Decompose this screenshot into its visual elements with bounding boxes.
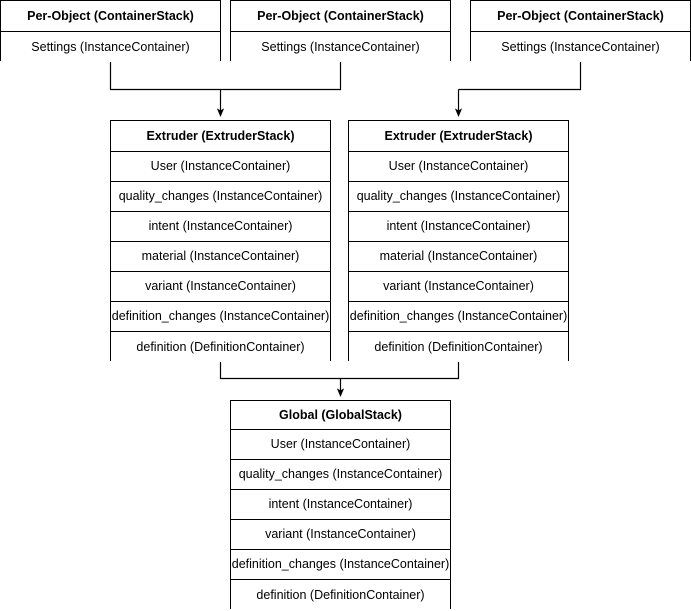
node-row-material[interactable]: material (InstanceContainer) (111, 242, 330, 272)
node-row-variant[interactable]: variant (InstanceContainer) (231, 520, 450, 550)
node-row-user[interactable]: User (InstanceContainer) (111, 152, 330, 182)
node-row-material[interactable]: material (InstanceContainer) (349, 242, 568, 272)
node-per-object-stack-2[interactable]: Per-Object (ContainerStack) Settings (In… (230, 0, 451, 62)
node-global-stack[interactable]: Global (GlobalStack) User (InstanceConta… (230, 400, 451, 610)
node-row-quality-changes[interactable]: quality_changes (InstanceContainer) (231, 460, 450, 490)
edge-extruder1-to-global (340, 361, 460, 380)
node-extruder-stack-1[interactable]: Extruder (ExtruderStack) User (InstanceC… (110, 120, 331, 362)
node-row-intent[interactable]: intent (InstanceContainer) (349, 212, 568, 242)
node-per-object-stack-3[interactable]: Per-Object (ContainerStack) Settings (In… (470, 0, 691, 62)
node-row-user[interactable]: User (InstanceContainer) (349, 152, 568, 182)
edge-perobj0-to-extruder0 (109, 61, 221, 91)
node-row-definition-changes[interactable]: definition_changes (InstanceContainer) (111, 302, 330, 332)
node-row-definition[interactable]: definition (DefinitionContainer) (349, 332, 568, 362)
node-row-intent[interactable]: intent (InstanceContainer) (231, 490, 450, 520)
node-header: Per-Object (ContainerStack) (1, 1, 220, 32)
node-header: Per-Object (ContainerStack) (471, 1, 690, 32)
node-per-object-stack-1[interactable]: Per-Object (ContainerStack) Settings (In… (0, 0, 221, 62)
node-row-settings[interactable]: Settings (InstanceContainer) (471, 32, 690, 62)
node-row-quality-changes[interactable]: quality_changes (InstanceContainer) (111, 182, 330, 212)
node-header: Per-Object (ContainerStack) (231, 1, 450, 32)
edge-perobj2-to-extruder1 (458, 61, 582, 91)
node-row-settings[interactable]: Settings (InstanceContainer) (1, 32, 220, 62)
node-header: Extruder (ExtruderStack) (111, 121, 330, 152)
node-row-quality-changes[interactable]: quality_changes (InstanceContainer) (349, 182, 568, 212)
node-row-variant[interactable]: variant (InstanceContainer) (349, 272, 568, 302)
node-row-intent[interactable]: intent (InstanceContainer) (111, 212, 330, 242)
node-header: Extruder (ExtruderStack) (349, 121, 568, 152)
node-row-definition[interactable]: definition (DefinitionContainer) (111, 332, 330, 362)
node-row-definition[interactable]: definition (DefinitionContainer) (231, 580, 450, 610)
node-header: Global (GlobalStack) (231, 401, 450, 430)
node-extruder-stack-2[interactable]: Extruder (ExtruderStack) User (InstanceC… (348, 120, 569, 362)
node-row-variant[interactable]: variant (InstanceContainer) (111, 272, 330, 302)
node-row-user[interactable]: User (InstanceContainer) (231, 430, 450, 460)
edge-extruder0-to-global (219, 361, 341, 380)
node-row-definition-changes[interactable]: definition_changes (InstanceContainer) (231, 550, 450, 580)
node-row-settings[interactable]: Settings (InstanceContainer) (231, 32, 450, 62)
node-row-definition-changes[interactable]: definition_changes (InstanceContainer) (349, 302, 568, 332)
edge-perobj1-to-extruder0 (220, 61, 342, 91)
